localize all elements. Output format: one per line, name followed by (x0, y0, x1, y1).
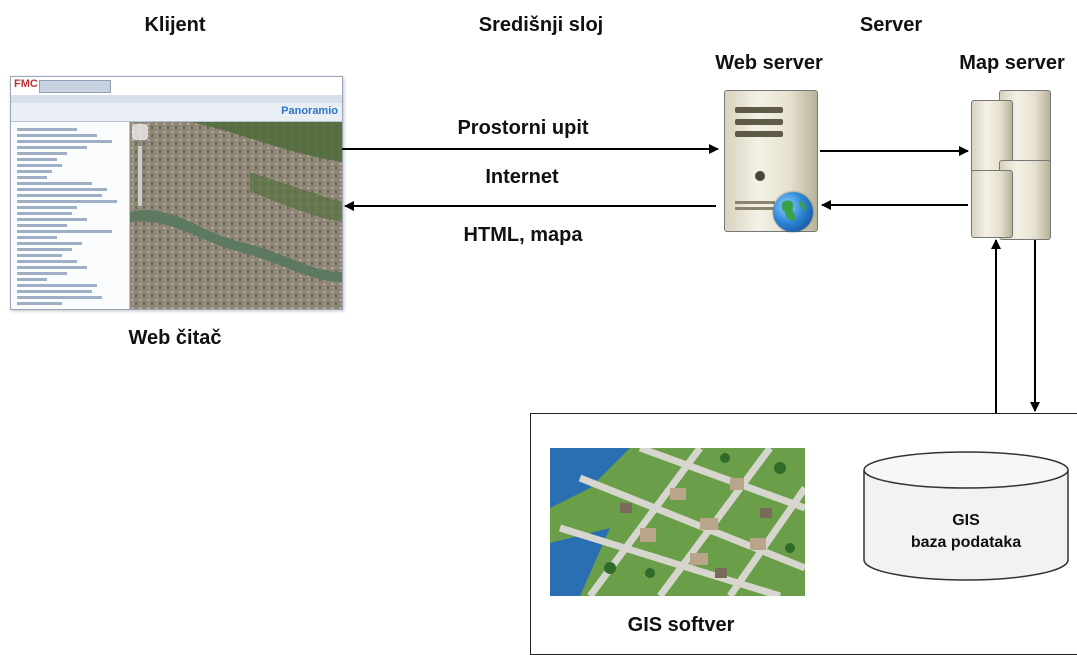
gis-city-image (550, 448, 805, 596)
server-heading: Server (859, 14, 923, 36)
map-server-icon (965, 90, 1060, 240)
client-heading: Klijent (144, 14, 206, 36)
browser-titlebar: FMC (11, 77, 342, 95)
panoramio-brand: Panoramio (281, 105, 338, 117)
layer-tree-panel (11, 122, 130, 309)
browser-toolbar: Panoramio (11, 103, 342, 122)
browser-logo-banner (39, 80, 111, 93)
gis-database-subtitle: baza podataka (910, 534, 1022, 551)
middle-layer-heading: Središnji sloj (478, 14, 604, 36)
gis-database-title: GIS (952, 512, 980, 529)
browser-tabs (11, 95, 342, 103)
web-server-label: Web server (715, 52, 823, 74)
browser-logo: FMC (14, 78, 38, 90)
web-browser-label: Web čitač (128, 327, 222, 349)
map-server-label: Map server (959, 52, 1065, 74)
gis-software-label: GIS softver (627, 614, 735, 636)
gis-database-icon (863, 451, 1069, 581)
web-browser-screenshot: FMC Panoramio (10, 76, 343, 310)
globe-icon (773, 192, 813, 232)
response-label: HTML, mapa (463, 224, 583, 246)
satellite-map-view (130, 122, 342, 309)
query-label: Prostorni upit (457, 117, 589, 139)
internet-label: Internet (485, 166, 559, 188)
